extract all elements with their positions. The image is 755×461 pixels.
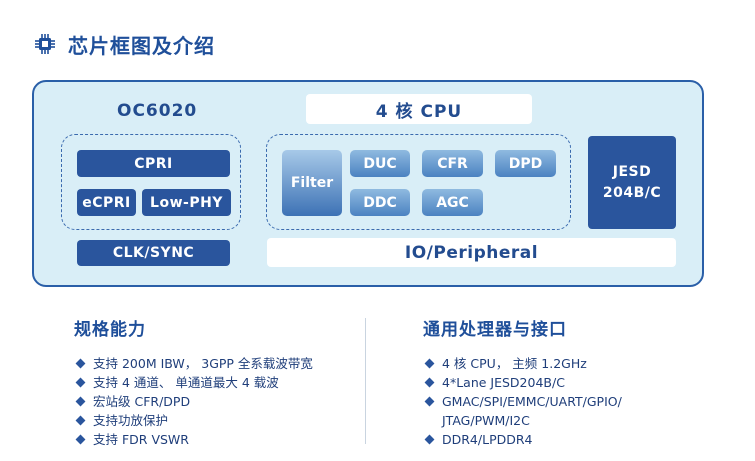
dsp-group — [266, 134, 571, 230]
capabilities-list: 支持 200M IBW， 3GPP 全系载波带宽 支持 4 通道、 单通道最大 … — [74, 354, 313, 449]
diamond-bullet-icon — [424, 377, 435, 388]
list-item: 宏站级 CFR/DPD — [74, 392, 313, 411]
jesd-line-1: JESD — [612, 163, 652, 180]
lowphy-block: Low-PHY — [142, 189, 231, 216]
diamond-bullet-icon — [424, 358, 435, 369]
list-item: 支持功放保护 — [74, 411, 313, 430]
capabilities-section: 规格能力 支持 200M IBW， 3GPP 全系载波带宽 支持 4 通道、 单… — [74, 315, 313, 449]
list-item: 支持 FDR VSWR — [74, 430, 313, 449]
cfr-block: CFR — [422, 150, 483, 177]
capabilities-title: 规格能力 — [74, 320, 146, 340]
chip-name: OC6020 — [117, 101, 198, 121]
section-divider — [365, 318, 366, 444]
list-item: 4 核 CPU， 主频 1.2GHz — [423, 354, 622, 373]
dpd-block: DPD — [495, 150, 556, 177]
filter-block: Filter — [282, 150, 342, 216]
io-peripheral-block: IO/Peripheral — [267, 238, 676, 267]
diamond-bullet-icon — [75, 415, 86, 426]
list-item: 4*Lane JESD204B/C — [423, 373, 622, 392]
jesd-line-2: 204B/C — [602, 184, 662, 201]
diamond-bullet-icon — [75, 434, 86, 445]
page-title: 芯片框图及介绍 — [68, 33, 215, 58]
diamond-bullet-icon — [424, 396, 435, 407]
page-header: 芯片框图及介绍 — [34, 30, 215, 58]
processor-list: 4 核 CPU， 主频 1.2GHz 4*Lane JESD204B/C GMA… — [423, 354, 622, 449]
agc-block: AGC — [422, 189, 483, 216]
diamond-bullet-icon — [424, 434, 435, 445]
diamond-bullet-icon — [75, 396, 86, 407]
ecpri-block: eCPRI — [77, 189, 136, 216]
diamond-bullet-icon — [75, 377, 86, 388]
processor-section: 通用处理器与接口 4 核 CPU， 主频 1.2GHz 4*Lane JESD2… — [423, 315, 622, 449]
list-item: DDR4/LPDDR4 — [423, 430, 622, 449]
cpu-block: 4 核 CPU — [306, 94, 532, 124]
diamond-bullet-icon — [75, 358, 86, 369]
cpri-block: CPRI — [77, 150, 230, 177]
list-item: 支持 200M IBW， 3GPP 全系载波带宽 — [74, 354, 313, 373]
processor-title: 通用处理器与接口 — [423, 320, 567, 340]
list-item: GMAC/SPI/EMMC/UART/GPIO/ — [423, 392, 622, 411]
chip-block-diagram: OC6020 4 核 CPU CPRI eCPRI Low-PHY CLK/SY… — [32, 80, 704, 287]
duc-block: DUC — [350, 150, 410, 177]
list-item-continuation: JTAG/PWM/I2C — [442, 413, 530, 428]
jesd-block: JESD 204B/C — [588, 136, 676, 229]
ddc-block: DDC — [350, 189, 410, 216]
list-item: 支持 4 通道、 单通道最大 4 载波 — [74, 373, 313, 392]
clk-sync-block: CLK/SYNC — [77, 240, 230, 266]
interface-group — [61, 134, 241, 230]
chip-icon — [35, 34, 55, 54]
